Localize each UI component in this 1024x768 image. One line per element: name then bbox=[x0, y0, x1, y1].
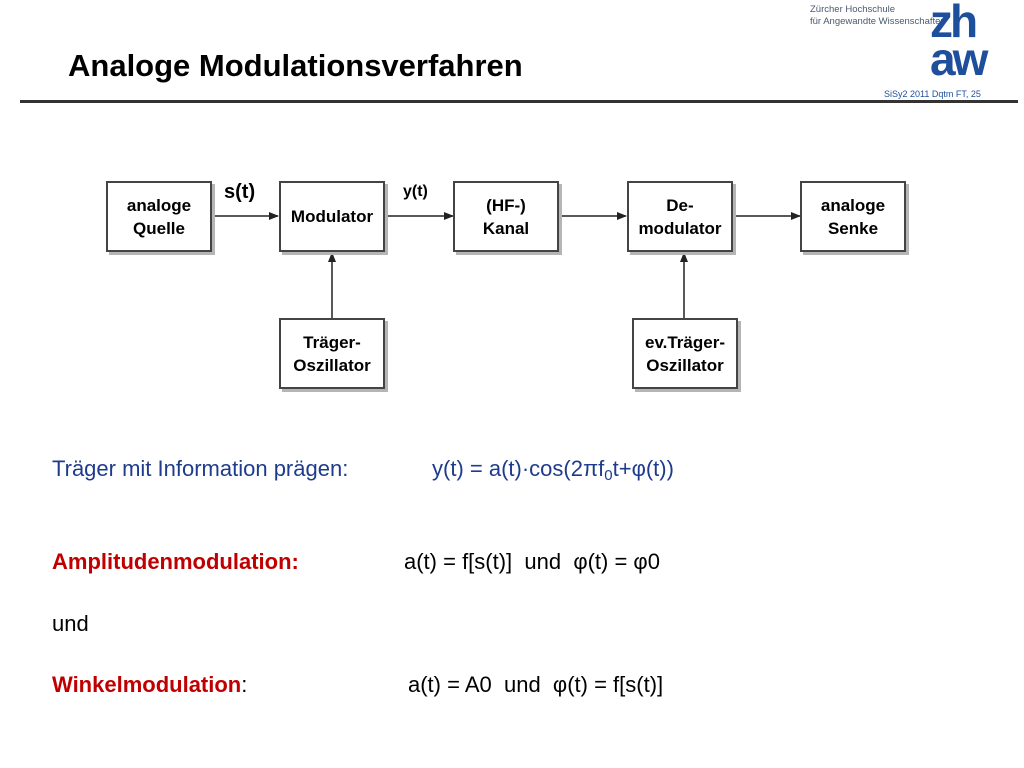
carrier-formula: y(t) = a(t)·cos(2πf0t+φ(t)) bbox=[432, 456, 674, 484]
am-formula: a(t) = f[s(t)] und φ(t) = φ0 bbox=[404, 549, 660, 574]
wm-formula: a(t) = A0 und φ(t) = f[s(t)] bbox=[408, 672, 664, 697]
block-label: Kanal bbox=[482, 218, 530, 238]
block-label: modulator bbox=[638, 218, 722, 238]
institution-line-2: für Angewandte Wissenschaften bbox=[810, 16, 946, 27]
carrier-statement-label: Träger mit Information prägen: bbox=[52, 456, 349, 481]
wm-heading-label: Winkelmodulation bbox=[52, 672, 242, 697]
block-label: (HF-) bbox=[486, 195, 526, 215]
block-label: Träger- bbox=[303, 332, 361, 352]
block-modulator: Modulator bbox=[279, 181, 385, 252]
institution-name: Zürcher Hochschule für Angewandte Wissen… bbox=[810, 4, 946, 28]
block-analog-sink: analoge Senke bbox=[800, 181, 906, 252]
block-label: analoge bbox=[126, 195, 192, 215]
formula-part: t+φ(t)) bbox=[612, 456, 674, 481]
institution-line-1: Zürcher Hochschule bbox=[810, 4, 896, 15]
block-label: Oszillator bbox=[293, 355, 371, 375]
block-hf-channel: (HF-) Kanal bbox=[453, 181, 559, 252]
logo-line-1: zh bbox=[930, 0, 978, 47]
block-label: Modulator bbox=[290, 207, 374, 226]
signal-label-s: s(t) bbox=[224, 181, 256, 203]
title-divider bbox=[20, 100, 1018, 103]
slide-reference: SiSy2 2011 Dqtm FT, 25 bbox=[884, 89, 981, 99]
logo-line-2: aw bbox=[930, 33, 988, 85]
wm-heading-colon: : bbox=[241, 672, 248, 697]
block-analog-source: analoge Quelle bbox=[106, 181, 212, 252]
page-title: Analoge Modulationsverfahren bbox=[68, 48, 523, 83]
block-label: Oszillator bbox=[646, 355, 724, 375]
block-demodulator: De- modulator bbox=[627, 181, 733, 252]
block-label: Quelle bbox=[133, 218, 185, 238]
wm-heading: Winkelmodulation: bbox=[52, 672, 247, 698]
block-label: analoge bbox=[820, 195, 886, 215]
zhaw-logo: zh aw bbox=[930, 0, 988, 85]
formula-subscript: 0 bbox=[604, 467, 613, 484]
block-ev-carrier-oscillator: ev.Träger- Oszillator bbox=[632, 318, 738, 389]
signal-label-y: y(t) bbox=[403, 183, 428, 200]
block-carrier-oscillator: Träger- Oszillator bbox=[279, 318, 385, 389]
block-label: De- bbox=[666, 195, 694, 215]
diagram-arrows bbox=[212, 212, 801, 318]
block-diagram: analoge Quelle Modulator (HF-) Kanal De-… bbox=[106, 181, 906, 389]
block-label: ev.Träger- bbox=[644, 332, 725, 352]
connector-und: und bbox=[52, 611, 89, 636]
am-heading: Amplitudenmodulation: bbox=[52, 549, 299, 574]
block-label: Senke bbox=[827, 218, 879, 238]
formula-part: y(t) = a(t)·cos(2πf bbox=[432, 456, 605, 481]
